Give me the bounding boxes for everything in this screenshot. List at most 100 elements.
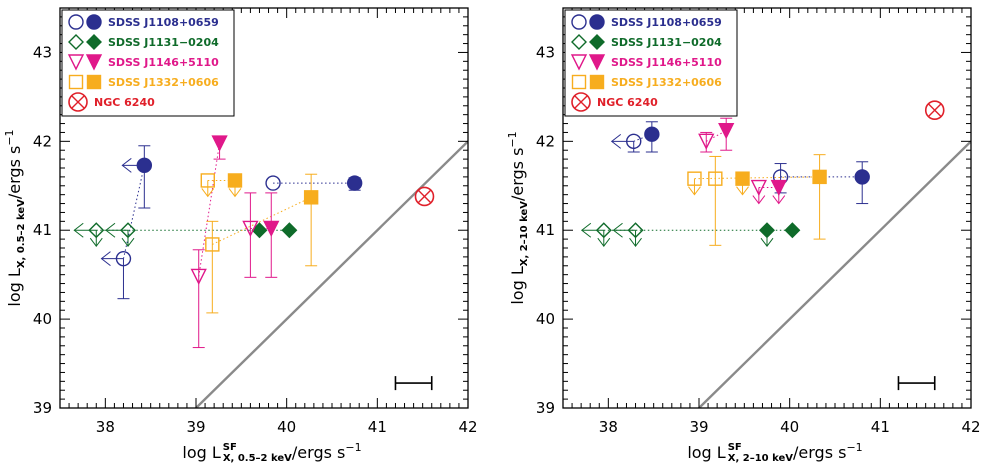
limit-arrowhead-down [201, 188, 215, 198]
marker-j1131 [627, 222, 644, 239]
marker-j1131 [759, 222, 775, 239]
legend-label: NGC 6240 [597, 96, 658, 109]
legend-marker-filled [86, 74, 102, 90]
data-point-j1146 [750, 179, 767, 205]
legend-label: SDSS J1131−0204 [611, 36, 722, 49]
x-tick-label: 42 [961, 418, 980, 436]
legend-marker-filled [588, 54, 606, 71]
data-point-j1131 [73, 222, 105, 248]
y-tick-label: 42 [536, 132, 555, 150]
legend-marker-filled [85, 54, 103, 71]
legend-marker-open [571, 34, 587, 50]
marker-j1131 [281, 222, 298, 239]
limit-arrowhead-left [580, 222, 592, 238]
legend-marker-open [571, 14, 587, 30]
scale-bar [394, 376, 433, 391]
y-tick-label: 39 [536, 399, 555, 417]
y-tick-label: 40 [536, 310, 555, 328]
data-point-j1108 [121, 145, 153, 209]
data-point-j1131 [281, 222, 298, 239]
x-tick-label: 42 [458, 418, 477, 436]
legend-item-j1108: SDSS J1108+0659 [68, 14, 219, 30]
limit-arrowhead-down [772, 195, 786, 205]
data-point-j1131 [105, 222, 136, 248]
marker-j1108 [644, 126, 660, 142]
y-tick-label: 41 [33, 221, 52, 239]
data-point-j1332 [708, 155, 723, 246]
x-tick-label: 41 [368, 418, 387, 436]
marker-j1146 [750, 179, 767, 197]
y-axis-label: log LX, 0.5–2 keV/ergs s−1 [3, 129, 27, 306]
y-tick-label: 43 [33, 43, 52, 61]
data-point-j1108 [644, 121, 660, 153]
legend-marker-filled [86, 34, 102, 50]
marker-j1131 [595, 222, 612, 239]
legend-label: SDSS J1131−0204 [108, 36, 219, 49]
data-point-j1146 [718, 117, 735, 151]
data-point-j1332 [205, 220, 220, 314]
limit-arrowhead-down [688, 186, 701, 196]
x-tick-label: 39 [689, 418, 708, 436]
x-tick-label: 41 [871, 418, 890, 436]
marker-j1146 [770, 179, 787, 197]
data-point-j1108 [100, 250, 132, 300]
marker-j1332 [205, 237, 220, 252]
data-point-j1146 [211, 135, 228, 160]
legend-label: SDSS J1146+5110 [108, 56, 219, 69]
legend-item-j1332: SDSS J1332+0606 [68, 74, 219, 90]
legend-label: SDSS J1108+0659 [108, 16, 219, 29]
data-point-j1332 [200, 173, 215, 198]
legend-item-ngc: NGC 6240 [571, 92, 658, 112]
x-tick-label: 38 [96, 418, 115, 436]
limit-arrowhead-down [760, 237, 774, 248]
y-tick-label: 42 [33, 132, 52, 150]
one-to-one-line [195, 140, 468, 408]
data-point-ngc [414, 186, 435, 207]
marker-j1146 [242, 220, 259, 238]
marker-j1146 [718, 122, 735, 140]
limit-arrowhead-left [612, 222, 623, 238]
limit-arrowhead-down [736, 186, 749, 196]
legend-marker-open [570, 54, 588, 71]
y-tick-label: 43 [536, 43, 555, 61]
data-point-ngc [924, 100, 945, 121]
legend-marker-open [68, 14, 84, 30]
marker-j1108 [136, 157, 153, 174]
marker-j1146 [263, 220, 280, 238]
y-tick-label: 40 [33, 310, 52, 328]
legend-marker [571, 92, 591, 112]
legend-marker-filled [589, 74, 605, 90]
plot-frame [562, 7, 972, 409]
data-point-j1146 [698, 131, 715, 153]
legend-marker [68, 92, 88, 112]
legend-marker-open [571, 74, 587, 90]
one-to-one-line [698, 140, 971, 408]
data-point-j1131 [612, 222, 644, 248]
dotted-link-j1332 [212, 196, 312, 245]
marker-j1332 [687, 171, 702, 186]
marker-ngc [414, 186, 435, 207]
marker-j1108 [265, 175, 281, 191]
legend-item-j1332: SDSS J1332+0606 [571, 74, 722, 90]
limit-arrowhead-left [100, 251, 111, 267]
marker-ngc [924, 100, 945, 121]
legend-label: SDSS J1332+0606 [108, 76, 219, 89]
marker-j1332 [708, 171, 723, 186]
legend-item-j1108: SDSS J1108+0659 [571, 14, 722, 30]
data-point-j1108 [610, 133, 642, 153]
data-point-j1332 [735, 171, 750, 196]
limit-arrowhead-down [597, 237, 611, 248]
plot-frame [59, 7, 469, 409]
legend-marker-filled [589, 34, 605, 50]
data-point-j1146 [242, 192, 259, 278]
data-point-j1332 [303, 173, 319, 267]
legend-item-j1146: SDSS J1146+5110 [67, 54, 219, 71]
x-tick-label: 38 [599, 418, 618, 436]
